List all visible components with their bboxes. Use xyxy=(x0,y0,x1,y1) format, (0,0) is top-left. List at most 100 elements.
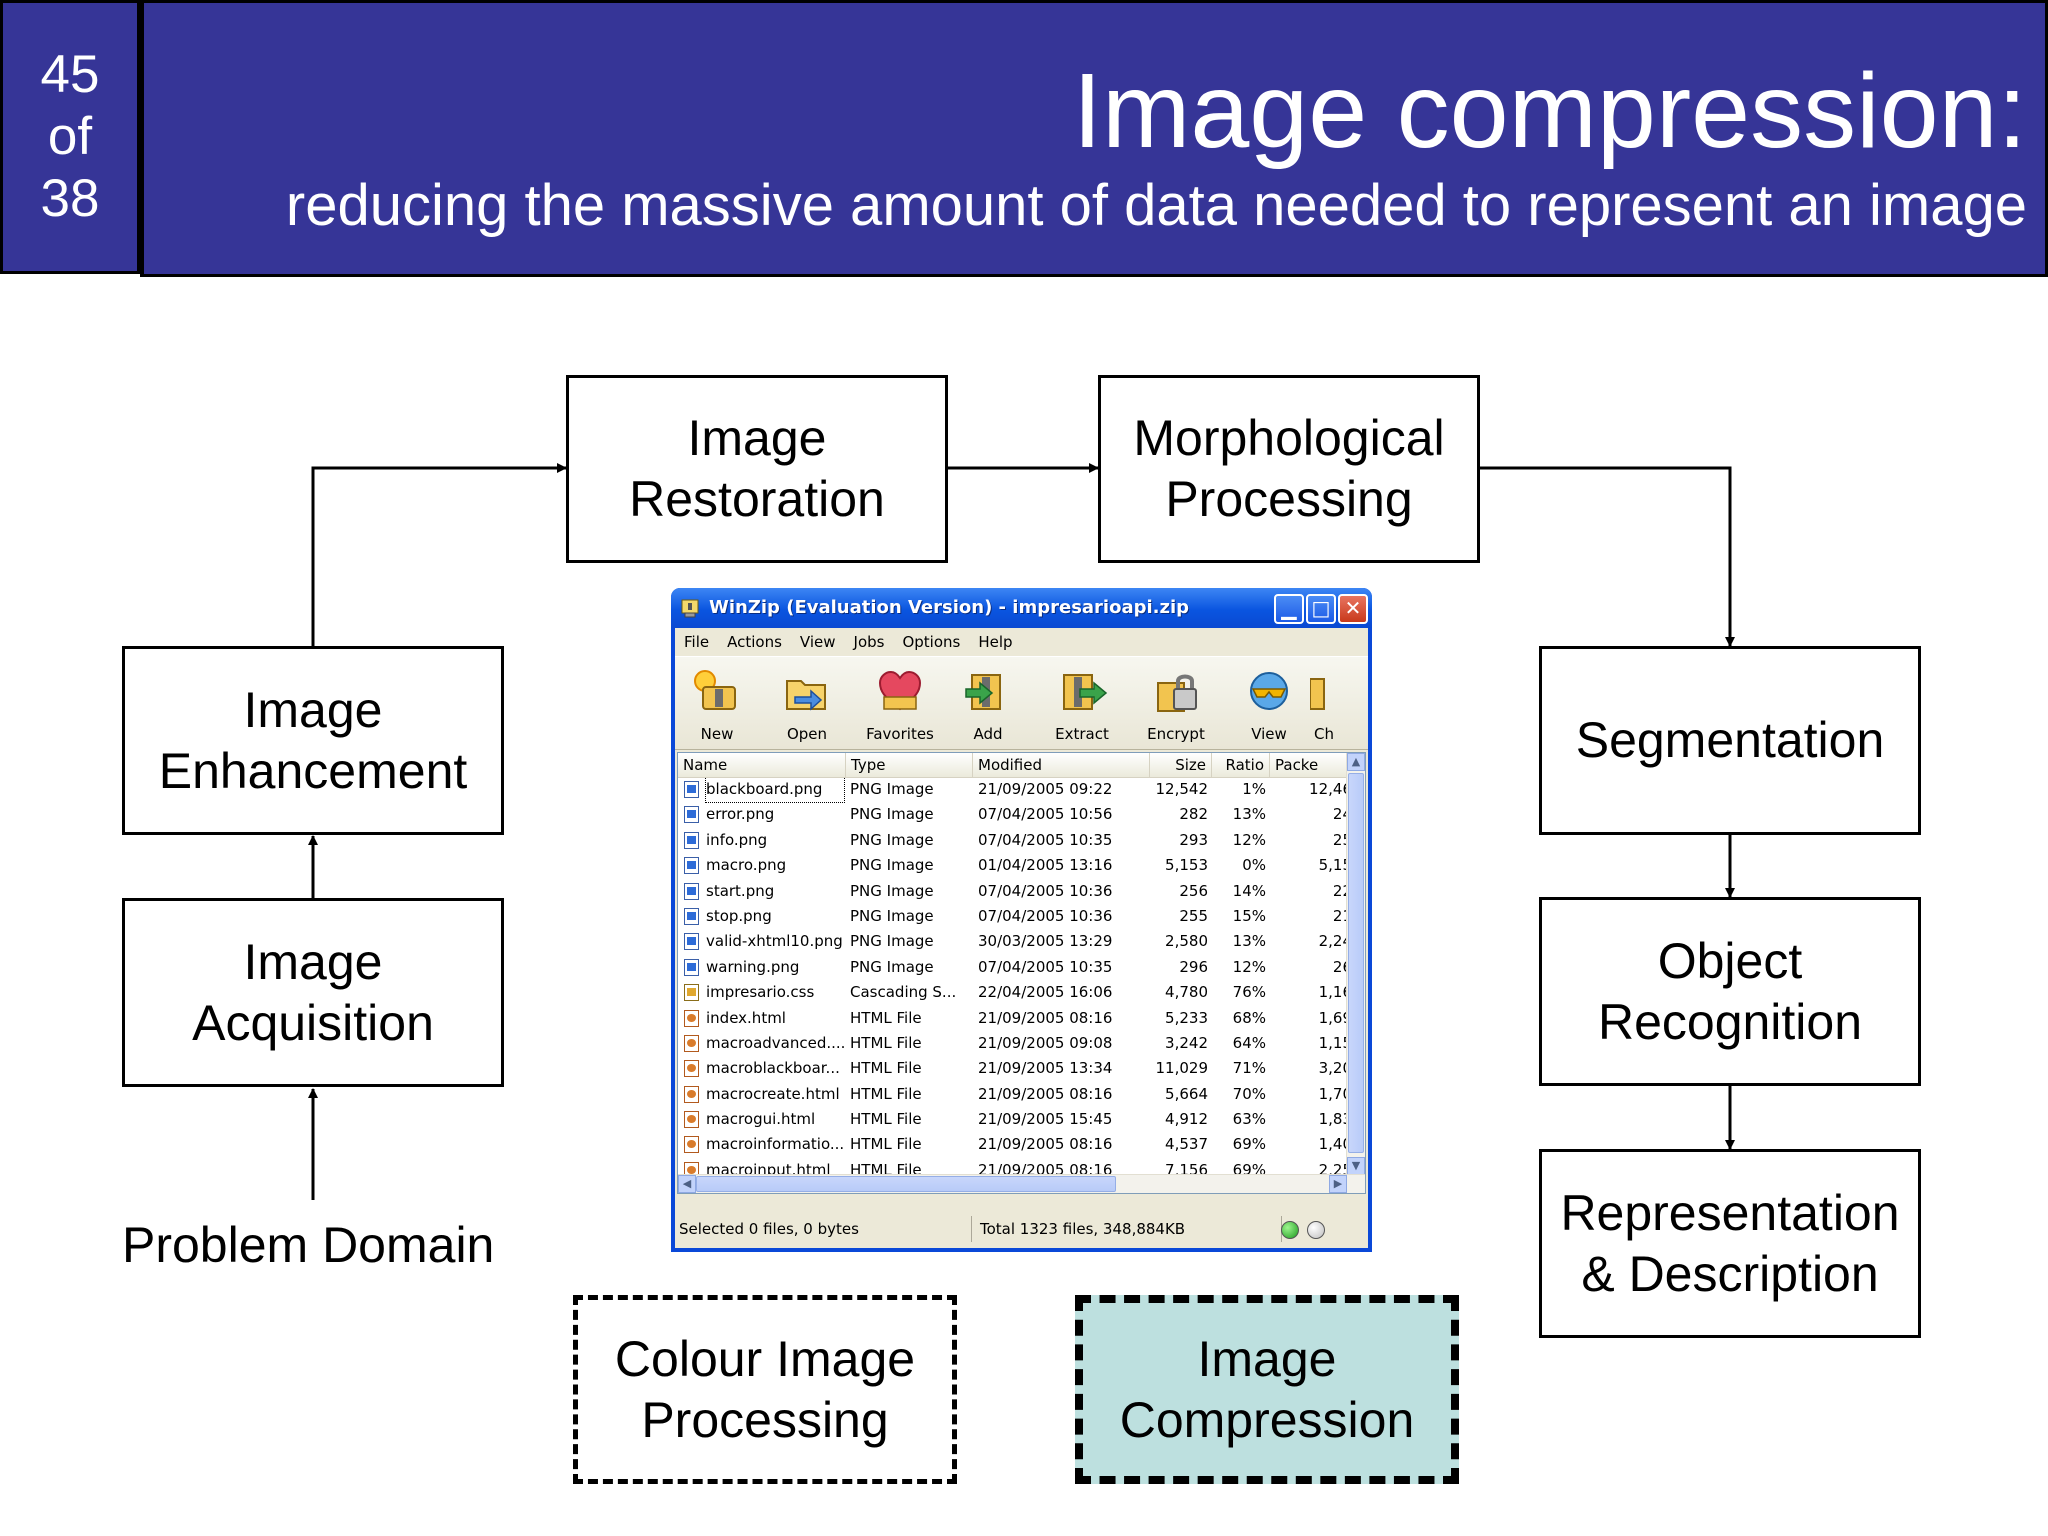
column-header-packed[interactable]: Packe xyxy=(1270,753,1350,777)
image-restoration-box: Image Restoration xyxy=(566,375,948,563)
menu-actions[interactable]: Actions xyxy=(727,633,782,651)
maximize-icon: □ xyxy=(1311,596,1331,620)
cell-ratio: 71% xyxy=(1232,1059,1266,1078)
cell-type: PNG Image xyxy=(850,856,934,875)
scroll-left-button[interactable]: ◀ xyxy=(678,1175,696,1193)
toolbar-label: Favorites xyxy=(866,725,934,743)
cell-modified: 21/09/2005 08:16 xyxy=(978,1160,1113,1175)
segmentation-box: Segmentation xyxy=(1539,646,1921,835)
vertical-scrollbar[interactable]: ▲ ▼ xyxy=(1346,753,1365,1175)
box-label: Processing xyxy=(641,1391,889,1448)
box-label: Object xyxy=(1657,932,1803,989)
cell-ratio: 12% xyxy=(1232,830,1266,849)
window-titlebar[interactable]: WinZip (Evaluation Version) - impresario… xyxy=(671,588,1372,628)
toolbar-view-button[interactable]: View xyxy=(1224,667,1314,743)
minimize-button[interactable]: ▁ xyxy=(1274,594,1304,624)
box-label: Morphological xyxy=(1133,410,1445,466)
status-grey-led-icon xyxy=(1307,1221,1325,1239)
cell-type: HTML File xyxy=(850,1135,922,1154)
toolbar-open-button[interactable]: Open xyxy=(762,667,852,743)
cell-packed: 2,25 xyxy=(1318,1160,1347,1175)
cell-ratio: 70% xyxy=(1232,1084,1266,1103)
cell-size: 4,912 xyxy=(1165,1110,1208,1129)
cell-type: HTML File xyxy=(850,1110,922,1129)
cell-packed: 22 xyxy=(1332,881,1347,900)
column-header-size[interactable]: Size xyxy=(1150,753,1212,777)
horizontal-scrollbar[interactable]: ◀ ▶ xyxy=(678,1174,1365,1193)
toolbar-checkout-button[interactable]: Ch xyxy=(1302,667,1342,743)
window-client: File Actions View Jobs Options Help New xyxy=(675,628,1368,1248)
cell-packed: 1,16 xyxy=(1318,983,1347,1002)
scroll-down-button[interactable]: ▼ xyxy=(1347,1157,1365,1175)
cell-packed: 5,15 xyxy=(1318,856,1347,875)
toolbar-add-button[interactable]: Add xyxy=(943,667,1033,743)
column-header-modified[interactable]: Modified xyxy=(973,753,1150,777)
css-file-icon xyxy=(684,984,699,1002)
cell-type: HTML File xyxy=(850,1008,922,1027)
cell-packed: 1,70 xyxy=(1318,1084,1347,1103)
menu-options[interactable]: Options xyxy=(902,633,961,651)
toolbar-extract-button[interactable]: Extract xyxy=(1037,667,1127,743)
column-header-type[interactable]: Type xyxy=(846,753,973,777)
cell-size: 4,780 xyxy=(1165,983,1208,1002)
cell-name: macroinformatio... xyxy=(706,1135,844,1154)
maximize-button[interactable]: □ xyxy=(1306,594,1336,624)
slide-number-line: of xyxy=(47,107,93,166)
cell-size: 5,664 xyxy=(1165,1084,1208,1103)
toolbar-favorites-button[interactable]: Favorites xyxy=(855,667,945,743)
cell-packed: 2,24 xyxy=(1318,932,1347,951)
cell-packed: 26 xyxy=(1332,957,1347,976)
slide-number: 45 of 38 xyxy=(0,0,140,274)
html-file-icon xyxy=(684,1085,699,1103)
chevron-left-icon: ◀ xyxy=(682,1177,692,1190)
cell-packed: 12,46 xyxy=(1309,780,1347,798)
menu-jobs[interactable]: Jobs xyxy=(853,633,885,651)
vertical-scroll-thumb[interactable] xyxy=(1348,773,1364,1153)
status-total: Total 1323 files, 348,884KB xyxy=(980,1220,1186,1238)
slide-number-line: 38 xyxy=(40,169,100,228)
cell-size: 296 xyxy=(1179,957,1208,976)
scroll-up-button[interactable]: ▲ xyxy=(1347,753,1365,771)
cell-type: HTML File xyxy=(850,1084,922,1103)
toolbar-encrypt-button[interactable]: Encrypt xyxy=(1131,667,1221,743)
box-label: Image xyxy=(243,933,383,990)
extract-files-icon xyxy=(1063,674,1108,710)
toolbar-new-button[interactable]: New xyxy=(672,667,762,743)
png-file-icon xyxy=(684,857,699,875)
cell-name: macroblackboar... xyxy=(706,1059,840,1078)
toolbar: New Open Favorites xyxy=(675,656,1368,750)
toolbar-label: Encrypt xyxy=(1147,725,1205,743)
cell-modified: 07/04/2005 10:35 xyxy=(978,957,1113,976)
cell-type: HTML File xyxy=(850,1033,922,1052)
column-header-ratio[interactable]: Ratio xyxy=(1212,753,1270,777)
menu-file[interactable]: File xyxy=(684,633,710,651)
column-header-name[interactable]: Name xyxy=(678,753,846,777)
cell-ratio: 68% xyxy=(1232,1008,1266,1027)
horizontal-scroll-thumb[interactable] xyxy=(696,1176,1116,1192)
close-button[interactable]: ✕ xyxy=(1338,594,1368,624)
cell-packed: 25 xyxy=(1332,830,1347,849)
menu-view[interactable]: View xyxy=(799,633,836,651)
cell-ratio: 12% xyxy=(1232,957,1266,976)
menu-help[interactable]: Help xyxy=(978,633,1013,651)
checkout-icon xyxy=(1309,678,1325,710)
file-list: Name Type Modified Size Ratio Packe blac… xyxy=(677,752,1366,1194)
status-green-led-icon xyxy=(1281,1221,1299,1239)
scroll-right-button[interactable]: ▶ xyxy=(1329,1175,1347,1193)
